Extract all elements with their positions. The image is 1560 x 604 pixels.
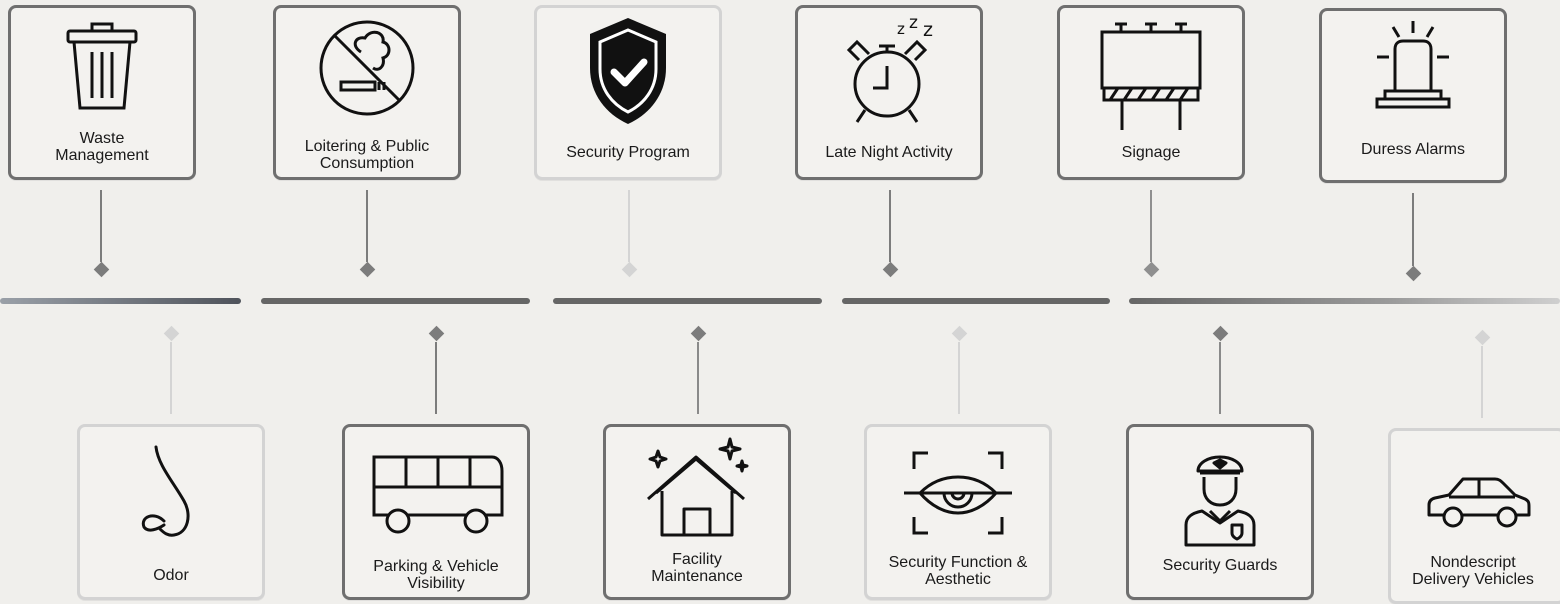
nose-icon bbox=[141, 445, 190, 537]
bottom-connector-2 bbox=[435, 342, 437, 414]
card-label: Signage bbox=[1121, 144, 1181, 161]
timeline-segment-5 bbox=[1129, 298, 1560, 304]
card-signage: Signage bbox=[1057, 5, 1245, 180]
card-label: Waste Management bbox=[55, 130, 149, 164]
card-parking-vehicle-visibility: Parking & Vehicle Visibility bbox=[342, 424, 530, 600]
bottom-connector-diamond-1 bbox=[163, 325, 180, 342]
card-label: Security Guards bbox=[1162, 557, 1278, 574]
card-label: Security Function & Aesthetic bbox=[888, 554, 1028, 588]
bottom-connector-5 bbox=[1219, 342, 1221, 414]
top-connector-1 bbox=[100, 190, 102, 262]
top-connector-diamond-3 bbox=[621, 261, 638, 278]
bottom-connector-3 bbox=[697, 342, 699, 414]
top-connector-diamond-5 bbox=[1143, 261, 1160, 278]
bus-icon bbox=[372, 455, 504, 534]
card-security-program: Security Program bbox=[534, 5, 722, 180]
timeline-segment-1 bbox=[0, 298, 241, 304]
top-connector-4 bbox=[889, 190, 891, 262]
trash-bin-icon bbox=[66, 22, 138, 110]
card-label: Nondescript Delivery Vehicles bbox=[1412, 554, 1534, 588]
billboard-icon bbox=[1100, 22, 1202, 130]
top-connector-diamond-6 bbox=[1405, 265, 1422, 282]
bottom-connector-diamond-5 bbox=[1212, 325, 1229, 342]
bottom-connector-1 bbox=[170, 342, 172, 414]
car-icon bbox=[1427, 477, 1531, 528]
bottom-connector-diamond-2 bbox=[428, 325, 445, 342]
card-label: Duress Alarms bbox=[1360, 141, 1466, 158]
bottom-connector-diamond-4 bbox=[951, 325, 968, 342]
card-label: Odor bbox=[153, 567, 189, 584]
house-icon bbox=[647, 437, 749, 537]
top-connector-5 bbox=[1150, 190, 1152, 262]
card-label: Parking & Vehicle Visibility bbox=[373, 558, 499, 592]
top-connector-3 bbox=[628, 190, 630, 262]
card-security-guards: Security Guards bbox=[1126, 424, 1314, 600]
card-loitering-public-consumption: Loitering & Public Consumption bbox=[273, 5, 461, 180]
card-label: Facility Maintenance bbox=[651, 551, 743, 585]
top-connector-diamond-4 bbox=[882, 261, 899, 278]
svg-text:z: z bbox=[897, 20, 905, 38]
top-connector-6 bbox=[1412, 193, 1414, 266]
svg-text:z: z bbox=[909, 13, 918, 33]
timeline-segment-2 bbox=[261, 298, 530, 304]
alarm-clock-icon: z z z bbox=[846, 13, 933, 123]
card-label: Late Night Activity bbox=[825, 144, 953, 161]
card-security-function-aesthetic: Security Function & Aesthetic bbox=[864, 424, 1052, 600]
card-label: Loitering & Public Consumption bbox=[304, 138, 430, 172]
top-connector-2 bbox=[366, 190, 368, 262]
eye-scan-icon bbox=[904, 451, 1012, 535]
bottom-connector-4 bbox=[958, 342, 960, 414]
timeline-segment-3 bbox=[553, 298, 822, 304]
svg-text:z: z bbox=[923, 19, 933, 41]
card-odor: Odor bbox=[77, 424, 265, 600]
timeline-segment-4 bbox=[842, 298, 1110, 304]
card-facility-maintenance: Facility Maintenance bbox=[603, 424, 791, 600]
bottom-connector-6 bbox=[1481, 346, 1483, 418]
bottom-connector-diamond-6 bbox=[1474, 329, 1491, 346]
siren-icon bbox=[1375, 21, 1451, 109]
card-nondescript-delivery-vehicles: Nondescript Delivery Vehicles bbox=[1388, 428, 1560, 604]
no-smoking-icon bbox=[319, 20, 415, 116]
card-late-night-activity: z z z Late Night Activity bbox=[795, 5, 983, 180]
security-shield-icon bbox=[590, 18, 666, 124]
card-label: Security Program bbox=[566, 144, 690, 161]
card-duress-alarms: Duress Alarms bbox=[1319, 8, 1507, 183]
top-connector-diamond-2 bbox=[359, 261, 376, 278]
top-connector-diamond-1 bbox=[93, 261, 110, 278]
bottom-connector-diamond-3 bbox=[690, 325, 707, 342]
security-guard-icon bbox=[1184, 455, 1256, 547]
card-waste-management: Waste Management bbox=[8, 5, 196, 180]
